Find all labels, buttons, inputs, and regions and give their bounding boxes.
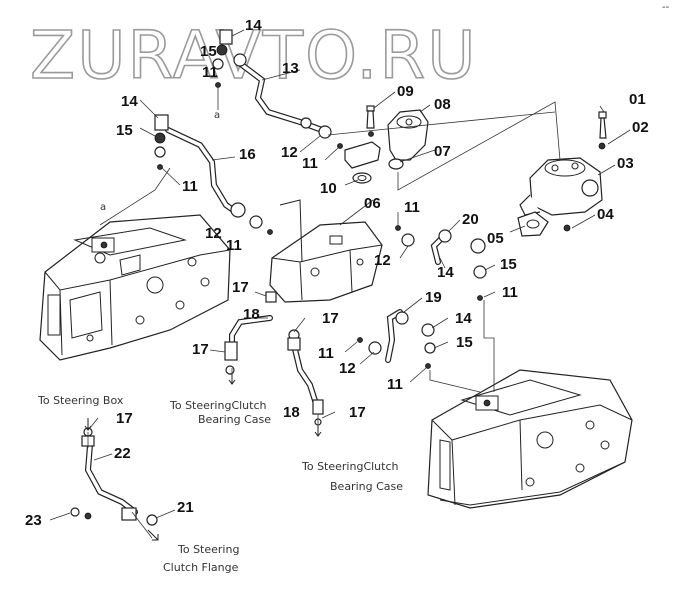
callout-08: 08 (434, 96, 451, 113)
callout-11-c: 11 (302, 155, 318, 172)
bracket-10 (344, 141, 381, 184)
callout-numbers: 01 02 03 04 05 06 07 08 09 10 11 11 11 1… (25, 17, 649, 529)
valve-housing-06 (269, 199, 383, 303)
callout-17-b: 17 (322, 310, 339, 327)
callout-17-e: 17 (116, 410, 133, 427)
watermark: ZURAVTO.RU (30, 17, 478, 94)
reference-mark-a-top: a (214, 110, 220, 121)
callout-11-a: 11 (202, 64, 218, 81)
callout-11-g: 11 (318, 345, 334, 362)
left-transmission-case (39, 214, 231, 361)
callout-13: 13 (282, 60, 299, 77)
callout-17-d: 17 (349, 404, 366, 421)
destination-notes: To Steering Box To SteeringClutch Bearin… (37, 394, 403, 574)
corner-mark: -- (662, 2, 670, 13)
callout-14-c: 14 (437, 264, 454, 281)
callout-05: 05 (487, 230, 504, 247)
note-clutch-flange-line1: To Steering (177, 543, 239, 556)
callout-17-c: 17 (192, 341, 209, 358)
callout-10: 10 (320, 180, 337, 197)
right-transmission-case (427, 369, 633, 509)
callout-01: 01 (629, 91, 646, 108)
note-to-steering-box: To Steering Box (37, 394, 124, 407)
callout-06: 06 (364, 195, 381, 212)
note-clutch-case-2-line1: To SteeringClutch (301, 460, 399, 473)
reference-mark-a-bottom: a (100, 202, 106, 213)
callout-17-a: 17 (232, 279, 249, 296)
callout-18-a: 18 (243, 306, 260, 323)
callout-21: 21 (177, 499, 194, 516)
callout-15-a: 15 (200, 43, 217, 60)
note-clutch-case-1-line2: Bearing Case (198, 413, 271, 426)
callout-09: 09 (397, 83, 414, 100)
callout-03: 03 (617, 155, 634, 172)
leader-lines (49, 29, 631, 539)
callout-14-b: 14 (121, 93, 138, 110)
washer-02 (598, 142, 606, 150)
callout-15-b: 15 (116, 122, 133, 139)
note-clutch-case-2-line2: Bearing Case (330, 480, 403, 493)
callout-04: 04 (597, 206, 614, 223)
callout-12-b: 12 (205, 225, 222, 242)
washer-04 (563, 224, 571, 232)
callout-12-c: 12 (374, 252, 391, 269)
callout-12-d: 12 (339, 360, 356, 377)
callout-23: 23 (25, 512, 42, 529)
callout-22: 22 (114, 445, 131, 462)
callout-02: 02 (632, 119, 649, 136)
callout-15-c: 15 (500, 256, 517, 273)
callout-12-a: 12 (281, 144, 298, 161)
callout-19: 19 (425, 289, 442, 306)
cover-08 (387, 109, 429, 161)
callout-11-f: 11 (502, 284, 518, 301)
callout-11-h: 11 (387, 376, 403, 393)
callout-11-e: 11 (404, 199, 420, 216)
callout-15-d: 15 (456, 334, 473, 351)
flow-arrows (84, 374, 322, 541)
bolt-01 (598, 111, 607, 139)
callout-14-a: 14 (245, 17, 262, 34)
callout-20: 20 (462, 211, 479, 228)
callout-16: 16 (239, 146, 256, 163)
callout-14-d: 14 (455, 310, 472, 327)
callout-18-b: 18 (283, 404, 300, 421)
callout-07: 07 (434, 143, 451, 160)
callout-11-d: 11 (226, 237, 242, 254)
callout-11-b: 11 (182, 178, 198, 195)
gasket-07 (388, 158, 404, 170)
note-clutch-flange-line2: Clutch Flange (163, 561, 239, 574)
valve-03 (519, 157, 603, 216)
note-clutch-case-1-line1: To SteeringClutch (169, 399, 267, 412)
bolt-09 (366, 105, 375, 137)
